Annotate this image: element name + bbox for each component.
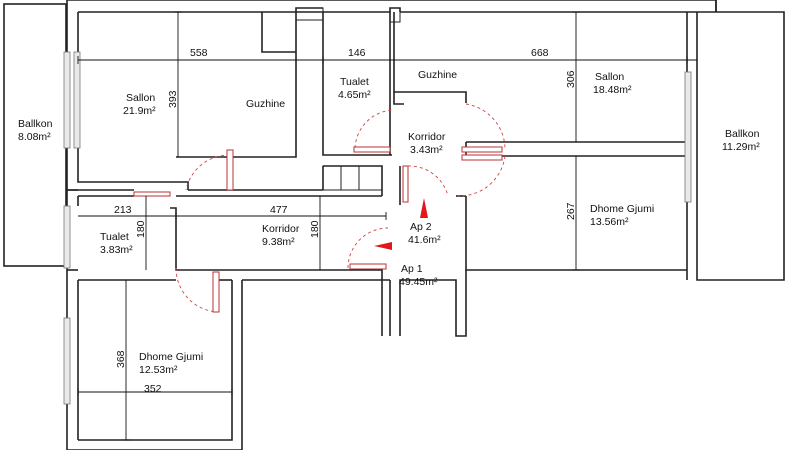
room-name-ballkon-left: Ballkon [18, 118, 53, 130]
door-tualet-top [353, 146, 391, 153]
room-name-sallon-right: Sallon [595, 71, 624, 83]
room-name-dhome-gjumi-right: Dhome Gjumi [590, 203, 654, 215]
doors [133, 103, 506, 313]
room-area-korridor-left: 9.38m² [262, 236, 295, 248]
door-tualet-left [133, 191, 171, 197]
walls [3, 0, 785, 450]
entry-arrows [374, 198, 428, 250]
room-name-korridor-right: Korridor [408, 131, 446, 143]
door-bedroom-right [461, 154, 503, 161]
dim-368: 368 [115, 350, 127, 368]
room-name-guzhine-left: Guzhine [246, 98, 285, 110]
dim-393: 393 [167, 90, 179, 108]
dim-352: 352 [144, 383, 162, 395]
door-sallon-left [226, 149, 234, 191]
room-name-ballkon-right: Ballkon [725, 128, 760, 140]
room-labels: Ballkon 8.08m² Sallon 21.9m² Guzhine Tua… [18, 69, 760, 376]
dim-668: 668 [531, 47, 549, 59]
room-area-sallon-right: 18.48m² [593, 84, 632, 96]
room-area-dhome-gjumi-right: 13.56m² [590, 216, 629, 228]
room-area-ballkon-right: 11.29m² [722, 141, 760, 153]
room-area-ap2: 41.6m² [408, 234, 441, 246]
arrow-ap1 [374, 242, 392, 250]
windows [63, 51, 692, 405]
dim-558: 558 [190, 47, 208, 59]
room-area-korridor-right: 3.43m² [410, 144, 443, 156]
room-name-ap2: Ap 2 [410, 221, 432, 233]
dim-146: 146 [348, 47, 366, 59]
window-bedroom-left [63, 317, 71, 405]
room-area-tualet-top: 4.65m² [338, 89, 371, 101]
stair-block [322, 165, 383, 191]
dim-213: 213 [114, 204, 132, 216]
arrow-ap2 [420, 198, 428, 218]
room-name-tualet-left: Tualet [100, 231, 129, 243]
door-bedroom-left [212, 271, 220, 313]
room-name-korridor-left: Korridor [262, 223, 300, 235]
door-ap2-entry [402, 165, 409, 203]
window-sallon-left [63, 51, 71, 149]
window-balcony-left-side [73, 51, 81, 149]
room-name-tualet-top: Tualet [340, 76, 369, 88]
dim-180-korridor: 180 [309, 220, 321, 238]
dim-267: 267 [565, 202, 577, 220]
room-area-ballkon-left: 8.08m² [18, 131, 51, 143]
room-area-dhome-gjumi-left: 12.53m² [139, 364, 178, 376]
dimension-lines [77, 11, 697, 441]
dim-477: 477 [270, 204, 288, 216]
room-area-ap1: 49.45m² [399, 276, 438, 288]
room-area-tualet-left: 3.83m² [100, 244, 133, 256]
room-name-sallon-left: Sallon [126, 92, 155, 104]
window-tualet-left [63, 205, 71, 269]
room-name-dhome-gjumi-left: Dhome Gjumi [139, 351, 203, 363]
room-name-guzhine-right: Guzhine [418, 69, 457, 81]
window-sallon-right [684, 71, 692, 203]
room-area-sallon-left: 21.9m² [123, 105, 156, 117]
room-name-ap1: Ap 1 [401, 263, 423, 275]
dim-306: 306 [565, 70, 577, 88]
door-guzhine-right [461, 146, 503, 153]
top-niches [295, 7, 401, 23]
dimension-labels: 558 393 146 668 306 213 477 180 180 267 … [114, 47, 577, 395]
dim-180-tualet: 180 [135, 220, 147, 238]
door-ap1-entry [349, 263, 387, 270]
